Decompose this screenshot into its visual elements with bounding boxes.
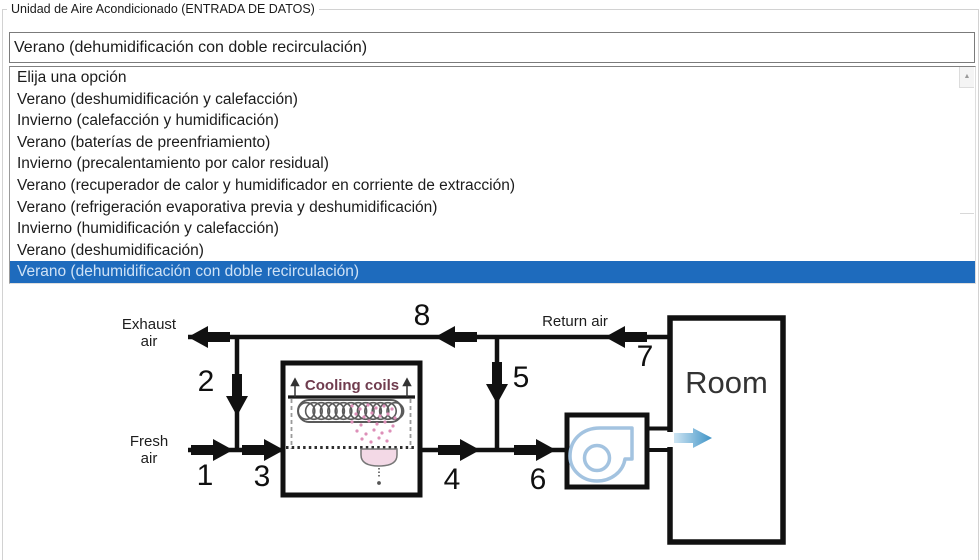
list-item[interactable]: Invierno (calefacción y humidificación) (17, 112, 279, 130)
state-number-2: 2 (197, 365, 215, 398)
flow-8-arrow-icon (435, 326, 477, 348)
supply-air-arrow-icon (674, 428, 712, 448)
fresh-air-label: Fresh air (129, 433, 169, 467)
list-item[interactable]: Verano (dehumidificación con doble recir… (10, 261, 975, 283)
cooling-coils-box (280, 360, 423, 498)
room-label: Room (685, 365, 768, 400)
flow-1-arrow-icon (191, 439, 233, 461)
scrollbar-mark (960, 213, 974, 214)
list-item[interactable]: Verano (refrigeración evaporativa previa… (17, 198, 438, 216)
groupbox-title: Unidad de Aire Acondicionado (ENTRADA DE… (7, 1, 319, 18)
list-item[interactable]: Verano (deshumidificación) (17, 241, 204, 259)
exhaust-air-label: Exhaust air (121, 316, 177, 350)
unit-type-combobox[interactable]: Verano (dehumidificación con doble recir… (9, 32, 975, 63)
cooling-coils-label: Cooling coils (304, 377, 400, 394)
return-air-label: Return air (542, 313, 608, 330)
state-number-7: 7 (636, 340, 654, 373)
flow-3-arrow-icon (242, 439, 284, 461)
list-item[interactable]: Verano (baterías de preenfriamiento) (17, 133, 271, 151)
drip-tray-icon (360, 448, 398, 467)
drip-dot (377, 481, 381, 485)
state-number-8: 8 (413, 299, 431, 332)
flow-4-arrow-icon (438, 439, 480, 461)
state-number-1: 1 (196, 459, 214, 492)
chamber-dashed-walls (290, 399, 412, 449)
list-item[interactable]: Elija una opción (17, 69, 127, 86)
room-wall-opening (665, 432, 675, 447)
coil-up-arrow-icons (290, 377, 412, 397)
scrollbar-up-icon[interactable]: ▲ (959, 67, 974, 88)
list-item[interactable]: Verano (deshumidificación y calefacción) (17, 90, 298, 108)
flow-7-arrow-icon (605, 326, 647, 348)
spray-dots-icon (350, 403, 397, 444)
flow-2-arrow-icon (226, 374, 248, 416)
cooling-coil-internals (286, 377, 417, 485)
room-box (667, 315, 786, 545)
coil-loops (297, 401, 405, 421)
state-number-3: 3 (253, 460, 271, 493)
exhaust-arrow-icon (188, 326, 230, 348)
flow-arrows (188, 326, 647, 461)
state-number-5: 5 (512, 361, 530, 394)
list-item[interactable]: Invierno (humidificación y calefacción) (17, 220, 279, 238)
list-item[interactable]: Verano (recuperador de calor y humidific… (17, 176, 515, 194)
fan-room-duct (645, 426, 672, 452)
flow-6-arrow-icon (514, 439, 556, 461)
list-item[interactable]: Invierno (precalentamiento por calor res… (17, 155, 329, 173)
fan-icon (568, 426, 634, 483)
flow-5-arrow-icon (486, 362, 508, 404)
state-number-4: 4 (443, 463, 461, 496)
state-number-6: 6 (529, 463, 547, 496)
